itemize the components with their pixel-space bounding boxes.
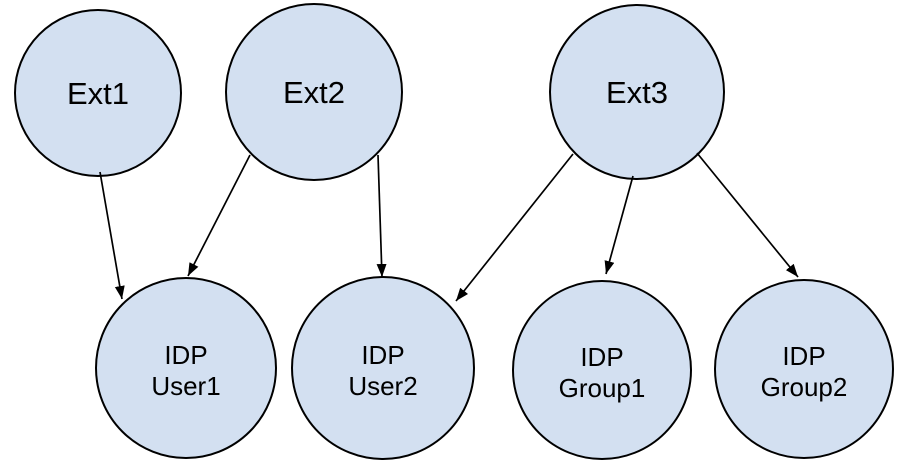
edge-ext2-to-idp-user1	[187, 154, 251, 277]
node-label-idp-group2-line0: IDP	[782, 341, 825, 371]
node-label-ext2-line0: Ext2	[283, 75, 345, 110]
node-circle-ext1	[14, 9, 182, 177]
node-label-idp-user2-line0: IDP	[361, 340, 404, 370]
node-label-idp-group1-line0: IDP	[580, 342, 623, 372]
node-ext2: Ext2	[225, 3, 403, 181]
node-label-ext1-line0: Ext1	[67, 76, 129, 111]
node-label-idp-user2-line1: User2	[348, 371, 417, 401]
node-label-idp-group1-line1: Group1	[559, 373, 646, 403]
edge-ext1-to-idp-user1	[99, 171, 125, 300]
node-circle-ext3	[549, 4, 725, 180]
node-circle-idp-group2	[714, 279, 894, 459]
node-ext3: Ext3	[549, 4, 725, 180]
node-circle-idp-user1	[95, 277, 277, 459]
node-label-idp-user1-line1: User1	[151, 371, 220, 401]
edge-ext2-to-idp-user2	[376, 154, 387, 278]
node-label-idp-user1-line0: IDP	[164, 340, 207, 370]
edge-ext3-to-idp-user2	[455, 153, 574, 302]
node-label-ext3-line0: Ext3	[606, 75, 668, 110]
edge-ext3-to-idp-group1	[604, 175, 634, 275]
edge-ext3-to-idp-group2	[696, 152, 799, 278]
node-circle-idp-group1	[512, 280, 692, 460]
node-circle-ext2	[225, 3, 403, 181]
node-ext1: Ext1	[14, 9, 182, 177]
node-circle-idp-user2	[291, 276, 475, 460]
node-label-idp-group2-line1: Group2	[761, 372, 848, 402]
